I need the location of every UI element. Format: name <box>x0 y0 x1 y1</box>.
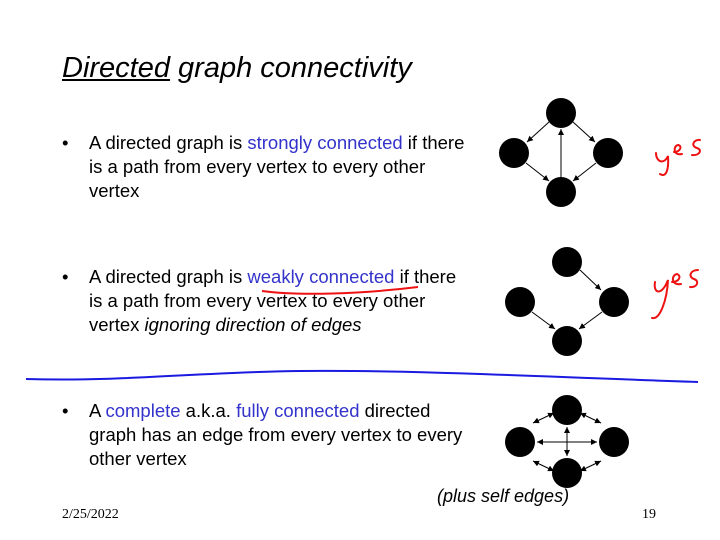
complete-graph <box>532 412 602 472</box>
term: weakly connected <box>247 266 395 287</box>
bullet-marker: • <box>62 132 69 153</box>
footer-date: 2/25/2022 <box>62 507 119 522</box>
text: directed graph has an edge from every ve… <box>89 400 463 469</box>
page-number: 19 <box>642 507 656 522</box>
bullet-complete: • A complete a.k.a. fully connected dire… <box>62 399 472 471</box>
slide-title: Directed graph connectivity <box>62 52 412 85</box>
text: A directed graph is <box>89 132 248 153</box>
red-underline-ink <box>261 286 419 295</box>
text: a.k.a. <box>180 400 237 421</box>
term: fully connected <box>236 400 360 421</box>
text: A directed graph is <box>89 266 248 287</box>
handwritten-yes-1 <box>655 138 701 176</box>
text: A <box>89 400 106 421</box>
bullet-strongly-connected: • A directed graph is strongly connected… <box>62 131 472 203</box>
bullet-marker: • <box>62 266 69 287</box>
term: strongly connected <box>247 132 403 153</box>
text: if there is a path from every vertex to … <box>89 132 465 201</box>
title-underlined: Directed <box>62 52 170 84</box>
bullet-weakly-connected: • A directed graph is weakly connected i… <box>62 265 472 337</box>
term: complete <box>105 400 181 421</box>
blue-divider-ink <box>25 369 699 383</box>
strongly-connected-graph <box>525 121 597 182</box>
italic-text: ignoring direction of edges <box>144 314 362 335</box>
weakly-connected-graph <box>531 269 603 330</box>
self-edges-note: (plus self edges) <box>437 486 570 506</box>
title-rest: graph connectivity <box>170 52 412 84</box>
handwritten-yes-2 <box>651 269 699 320</box>
bullet-marker: • <box>62 400 69 421</box>
text: if there is a path from every vertex to … <box>89 266 457 335</box>
